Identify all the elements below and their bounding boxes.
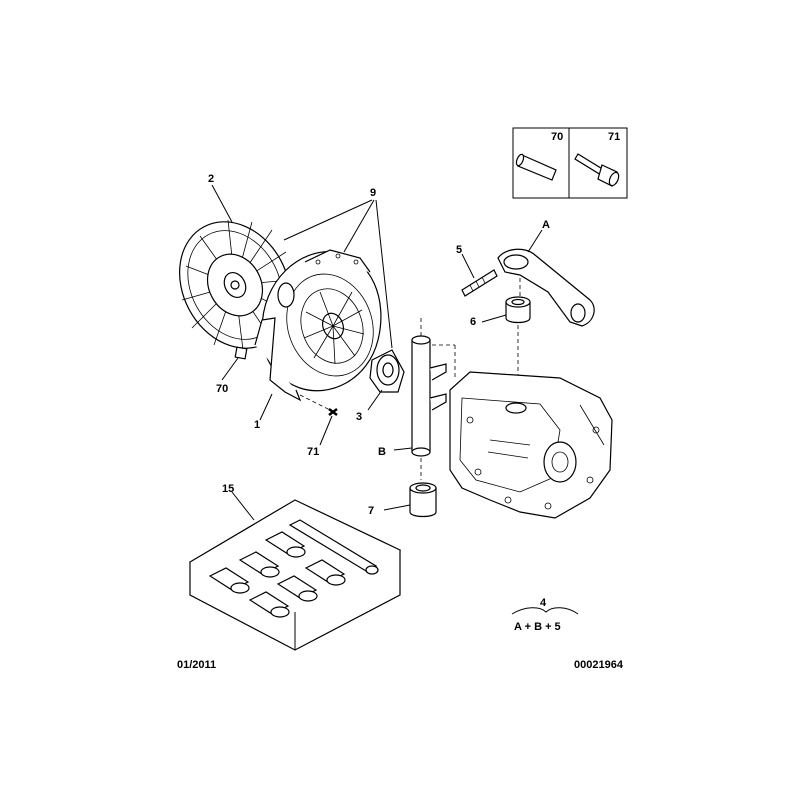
release-bearing-drawing	[369, 349, 405, 393]
release-fork-drawing	[497, 248, 595, 327]
callouts: 2 9 70 1 71 3 B 7 A 5 6 15	[208, 173, 550, 517]
inset-label-70: 70	[551, 131, 563, 143]
bush-6-drawing	[505, 296, 531, 380]
callout-70[interactable]: 70	[216, 383, 228, 395]
footer-reference: 00021964	[574, 659, 624, 671]
kit-note-number: 4	[540, 597, 547, 609]
gearbox-housing-drawing	[449, 371, 613, 519]
callout-6[interactable]: 6	[470, 316, 476, 328]
callout-9[interactable]: 9	[370, 187, 376, 199]
callout-A[interactable]: A	[542, 219, 550, 231]
bolt-71-marker	[299, 394, 338, 416]
pin-70-drawing	[234, 346, 248, 360]
stud-5-drawing	[461, 269, 498, 297]
sleeve-kit-drawing	[188, 499, 402, 651]
kit-note-contents: A + B + 5	[514, 621, 561, 633]
inset-label-71: 71	[608, 131, 620, 143]
inset-box: 70 71	[512, 127, 628, 199]
callout-71[interactable]: 71	[307, 446, 319, 458]
callout-2[interactable]: 2	[208, 173, 214, 185]
bolt-drawing	[574, 153, 620, 187]
fork-shaft-drawing	[411, 318, 456, 480]
leader-lines	[211, 184, 543, 521]
callout-1[interactable]: 1	[254, 419, 260, 431]
callout-B[interactable]: B	[378, 446, 386, 458]
sleeve-parts	[208, 519, 379, 618]
callout-7[interactable]: 7	[368, 505, 374, 517]
callout-3[interactable]: 3	[356, 411, 362, 423]
callout-15[interactable]: 15	[222, 483, 234, 495]
kit-note: 4 A + B + 5	[511, 597, 579, 633]
bush-7-drawing	[409, 482, 437, 518]
callout-5[interactable]: 5	[456, 244, 462, 256]
dowel-pin-drawing	[515, 153, 557, 181]
pressure-plate-drawing	[254, 249, 382, 402]
footer-date: 01/2011	[177, 659, 216, 671]
